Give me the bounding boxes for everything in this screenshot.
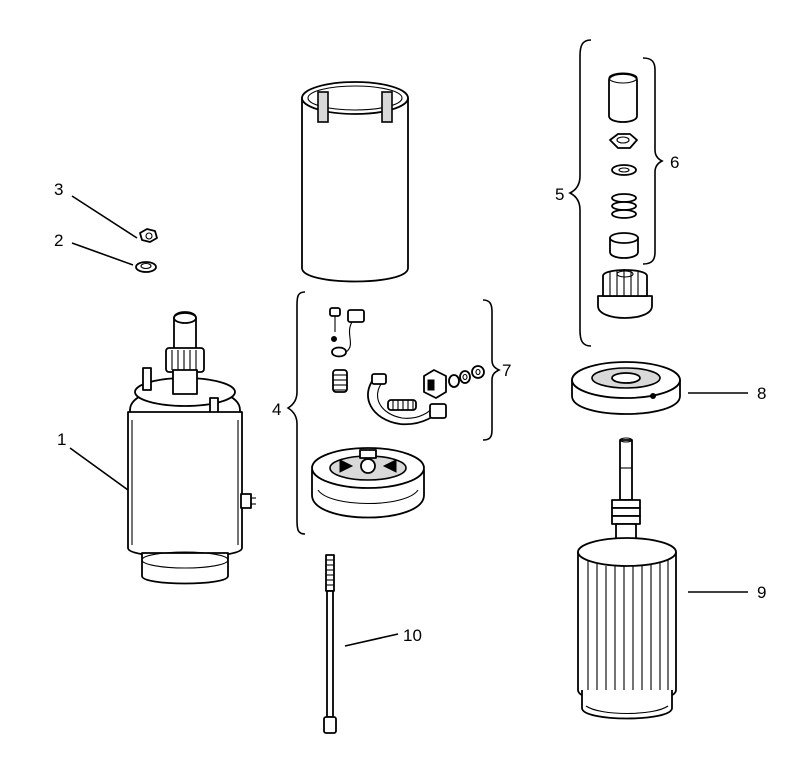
part-1-starter-motor (127, 311, 256, 585)
leader-lines (69, 195, 748, 647)
part-2-washer (135, 261, 157, 273)
part-8-end-plate (571, 361, 681, 415)
bracket-6 (642, 57, 664, 265)
bracket-4 (286, 291, 306, 535)
part-7-brush-set (367, 365, 485, 426)
callout-9: 9 (757, 583, 766, 602)
part-10-through-bolt (323, 554, 337, 734)
bracket-7 (482, 299, 501, 441)
callout-6: 6 (670, 153, 679, 172)
callout-4: 4 (272, 400, 281, 419)
callout-7: 7 (502, 361, 511, 380)
callout-1: 1 (57, 430, 66, 449)
part-4-brush-components (329, 307, 365, 393)
bracket-5 (568, 39, 592, 347)
part-3-nut (139, 228, 158, 243)
callout-8: 8 (757, 384, 766, 403)
callout-2: 2 (54, 231, 63, 250)
part-9-armature (577, 437, 677, 720)
callout-10: 10 (403, 626, 422, 645)
callout-5: 5 (555, 185, 564, 204)
housing-tube (301, 81, 409, 283)
brush-end-cap (311, 447, 425, 519)
callout-3: 3 (54, 180, 63, 199)
part-6-drive-components (597, 72, 653, 319)
